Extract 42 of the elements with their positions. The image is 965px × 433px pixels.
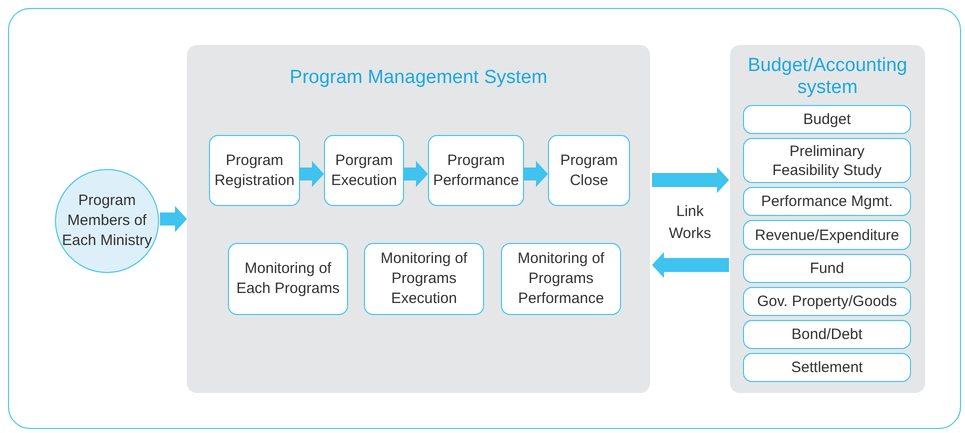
node-label: Performance Mgmt. bbox=[761, 192, 893, 211]
module-box bbox=[743, 320, 911, 349]
block-arrow bbox=[404, 161, 428, 187]
node-label: Monitoring of Programs Execution bbox=[380, 249, 468, 309]
node-label: Settlement bbox=[791, 358, 863, 377]
block-arrow bbox=[160, 206, 187, 232]
node-label: Program Registration bbox=[213, 150, 296, 190]
node-label: Porgram Execution bbox=[330, 150, 398, 190]
process-box bbox=[228, 243, 348, 315]
module-box bbox=[743, 220, 911, 250]
module-box bbox=[743, 287, 911, 316]
node-label: Bond/Debt bbox=[792, 325, 862, 344]
module-box bbox=[743, 254, 911, 283]
module-box bbox=[743, 138, 911, 183]
node-label: Program Close bbox=[559, 150, 619, 190]
process-box bbox=[209, 135, 300, 206]
node-label: Fund bbox=[810, 259, 844, 278]
panel-title: Program Management System bbox=[290, 67, 548, 89]
system-panel bbox=[187, 45, 650, 393]
panel-title: Budget/Accounting system bbox=[746, 55, 908, 99]
block-arrow bbox=[652, 252, 729, 278]
process-box bbox=[501, 243, 621, 315]
node-label: Program Members of Each Ministry bbox=[60, 191, 154, 251]
node-label: Revenue/Expenditure bbox=[754, 226, 900, 244]
process-box bbox=[428, 135, 524, 206]
module-box bbox=[743, 187, 911, 216]
node-label: Budget bbox=[803, 110, 851, 129]
process-box bbox=[548, 135, 630, 206]
link-label: Link Works bbox=[668, 202, 712, 244]
block-arrow bbox=[300, 161, 324, 187]
block-arrow bbox=[652, 167, 729, 193]
node-label: Monitoring of Programs Performance bbox=[516, 249, 606, 309]
node-label: Monitoring of Each Programs bbox=[235, 259, 341, 299]
process-box bbox=[364, 243, 484, 315]
module-box bbox=[743, 353, 911, 382]
node-label: Gov. Property/Goods bbox=[757, 292, 897, 311]
system-panel bbox=[730, 45, 925, 393]
process-box bbox=[324, 135, 404, 206]
module-box bbox=[743, 105, 911, 134]
block-arrow bbox=[524, 161, 548, 187]
node-label: Preliminary Feasibility Study bbox=[771, 142, 883, 180]
node-label: Program Performance bbox=[432, 150, 520, 190]
